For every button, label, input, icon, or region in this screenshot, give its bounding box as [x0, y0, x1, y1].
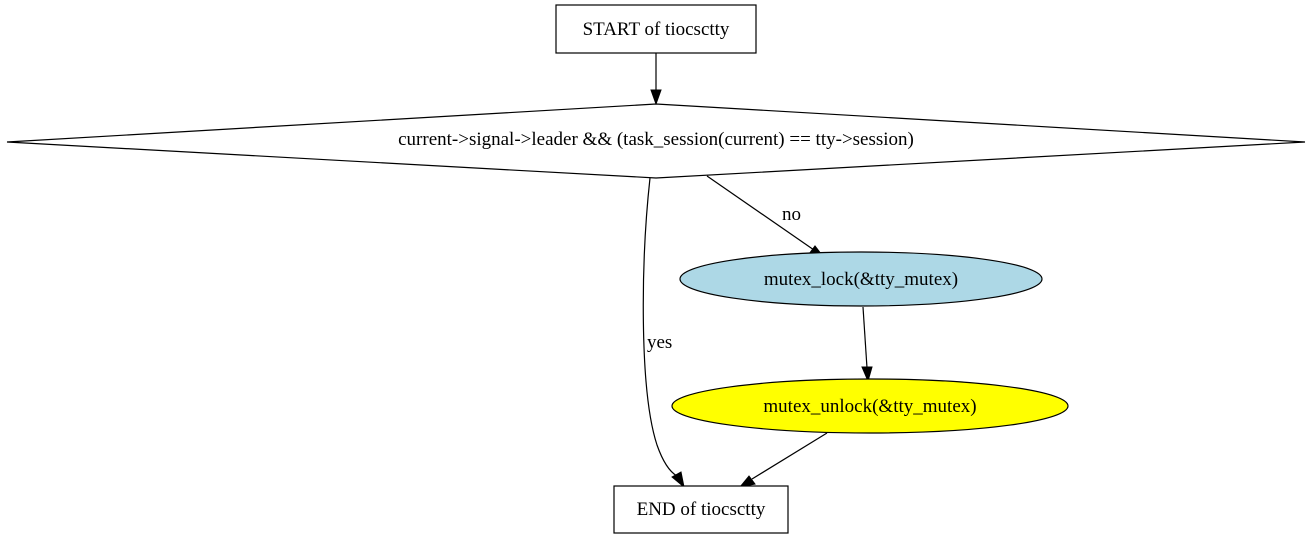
edge-start-to-decision [650, 53, 662, 106]
arrowhead [650, 89, 662, 106]
unlock-node: mutex_unlock(&tty_mutex) [671, 378, 1069, 434]
start-box [555, 4, 757, 54]
arrowhead [671, 471, 685, 489]
end-label: END of tiocsctty [637, 499, 766, 520]
decision-node: current->signal->leader && (task_session… [6, 103, 1306, 179]
edge-decision-to-end: yes [642, 177, 685, 489]
lock-node: mutex_lock(&tty_mutex) [679, 251, 1043, 307]
edge-label-yes: yes [647, 332, 672, 353]
edge-unlock-to-end [738, 432, 828, 488]
start-label: START of tiocsctty [583, 19, 730, 40]
edge-lock-to-unlock [861, 306, 873, 383]
start-node: START of tiocsctty [555, 4, 757, 54]
lock-label: mutex_lock(&tty_mutex) [764, 269, 958, 290]
unlock-ellipse [671, 378, 1069, 434]
end-node: END of tiocsctty [613, 485, 789, 534]
end-box [613, 485, 789, 534]
unlock-label: mutex_unlock(&tty_mutex) [763, 396, 976, 417]
arrowhead [738, 475, 756, 488]
decision-diamond [6, 103, 1306, 179]
lock-ellipse [679, 251, 1043, 307]
decision-label: current->signal->leader && (task_session… [398, 129, 914, 150]
edge-label-no: no [782, 204, 801, 225]
arrowhead [861, 366, 873, 383]
edge-decision-to-lock: no [706, 175, 827, 260]
